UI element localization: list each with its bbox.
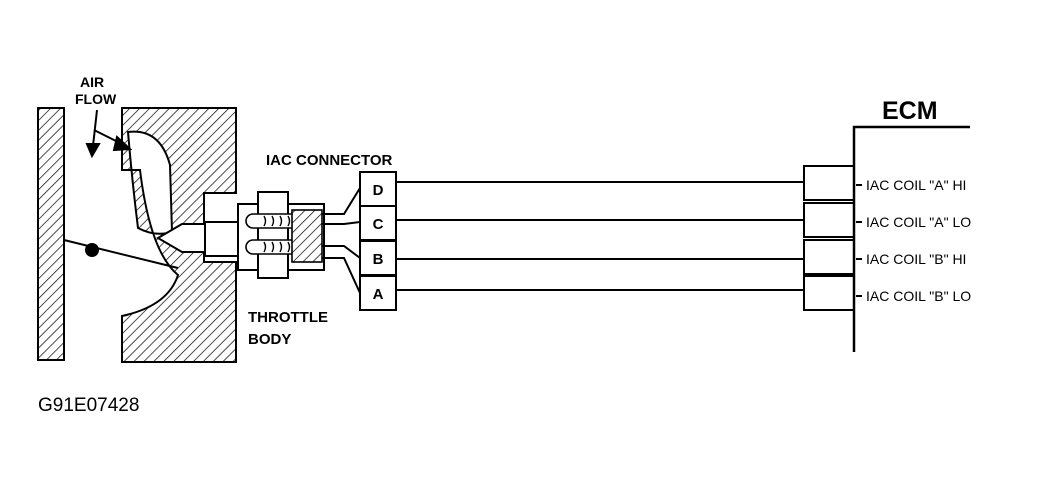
pin-label-d: D bbox=[373, 182, 384, 199]
ecm-signal-b-lo: IAC COIL "B" LO bbox=[866, 288, 971, 304]
harness-wires bbox=[396, 181, 804, 291]
figure-code: G91E07428 bbox=[38, 395, 139, 416]
air-flow-label-line1: AIR bbox=[80, 74, 104, 90]
iac-motor-flange bbox=[257, 191, 289, 279]
ecm-terminal-3 bbox=[803, 239, 855, 275]
ecm-signal-b-hi: IAC COIL "B" HI bbox=[866, 251, 966, 267]
ecm-signal-a-lo: IAC COIL "A" LO bbox=[866, 214, 971, 230]
air-flow-label-line2: FLOW bbox=[75, 91, 117, 107]
coil-windings bbox=[263, 215, 291, 253]
ecm-terminal-1 bbox=[803, 165, 855, 201]
pin-box-b bbox=[359, 240, 397, 276]
ecm-boundary bbox=[852, 125, 970, 352]
ecm-label: ECM bbox=[882, 97, 938, 125]
throttle-pivot bbox=[85, 243, 99, 257]
pin-label-a: A bbox=[373, 286, 384, 303]
pin-box-c bbox=[359, 205, 397, 241]
air-flow-arrow-icon bbox=[85, 109, 133, 159]
ecm-terminals bbox=[803, 165, 855, 311]
motor-leads bbox=[322, 187, 361, 294]
throttle-body-label-line2: BODY bbox=[248, 331, 291, 348]
ecm-terminal-2 bbox=[803, 202, 855, 238]
throttle-shaft bbox=[63, 239, 179, 269]
iac-motor-end bbox=[291, 209, 323, 263]
ecm-tick-marks bbox=[856, 184, 862, 297]
pin-box-a bbox=[359, 275, 397, 311]
iac-valve-body bbox=[204, 221, 240, 257]
throttle-body-left-wall bbox=[37, 107, 65, 361]
pin-label-c: C bbox=[373, 216, 384, 233]
ecm-terminal-4 bbox=[803, 275, 855, 311]
throttle-body-label-line1: THROTTLE bbox=[248, 309, 328, 326]
iac-connector: D C B A bbox=[359, 171, 397, 311]
pin-label-b: B bbox=[373, 251, 384, 268]
ecm-signal-a-hi: IAC COIL "A" HI bbox=[866, 177, 966, 193]
iac-connector-label: IAC CONNECTOR bbox=[266, 152, 393, 169]
